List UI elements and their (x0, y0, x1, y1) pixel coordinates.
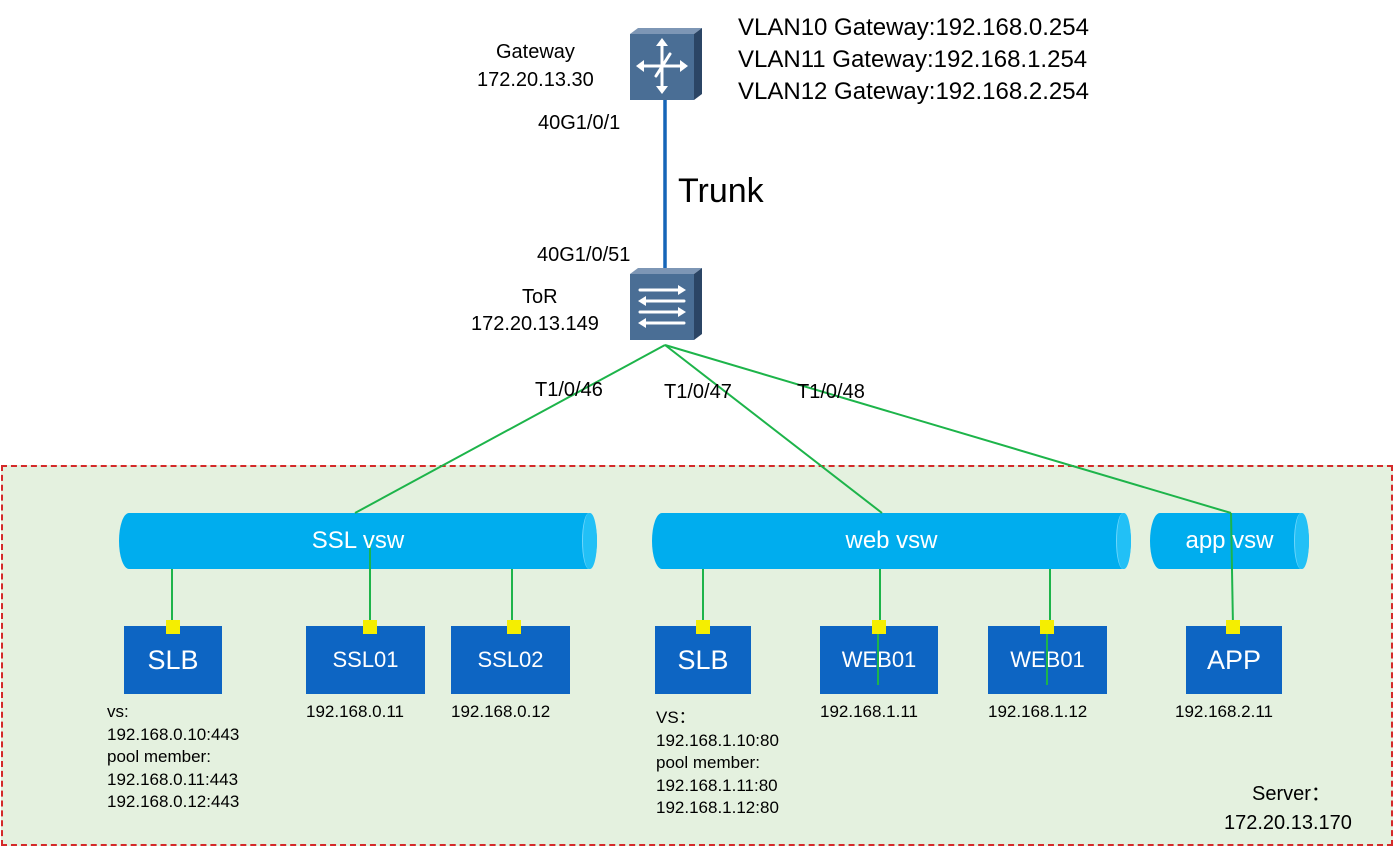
node-ip: 192.168.0.12 (451, 702, 551, 721)
slb-info-line: vs: (107, 702, 129, 721)
tor-uplink-port: 40G1/0/51 (537, 244, 631, 266)
slb-info-line: 192.168.0.10:443 (107, 724, 240, 744)
tor-name: ToR (522, 286, 558, 308)
slb-info-line: 192.168.0.11:443 (107, 769, 239, 789)
vsw-ssl[interactable]: SSL vsw (119, 513, 597, 569)
slb-info-line: 192.168.1.10:80 (656, 730, 779, 750)
slb-web-info: VS： 192.168.1.10:80 pool member: 192.168… (656, 707, 779, 820)
node-ssl02[interactable]: SSL02 (451, 626, 570, 694)
port-slb-web (696, 620, 710, 634)
port-web01 (872, 620, 886, 634)
slb-info-line: 192.168.1.11:80 (656, 775, 778, 795)
vsw-app[interactable]: app vsw (1150, 513, 1309, 569)
vsw-app-label: app vsw (1185, 527, 1274, 554)
node-ip: 192.168.0.11 (306, 702, 404, 721)
slb-info-line: pool member: (656, 753, 760, 772)
port-app (1226, 620, 1240, 634)
gateway-port: 40G1/0/1 (538, 112, 621, 134)
port-ssl02 (507, 620, 521, 634)
gateway-ip: 172.20.13.30 (477, 69, 594, 91)
node-label: SLB (147, 644, 199, 675)
downlink-port: T1/0/47 (664, 381, 732, 403)
trunk-label: Trunk (678, 172, 764, 210)
slb-info-line: pool member: (107, 747, 211, 766)
switch-icon[interactable] (630, 268, 702, 340)
node-ssl01[interactable]: SSL01 (306, 626, 425, 694)
node-ip: 192.168.1.11 (820, 702, 918, 721)
node-slb-web[interactable]: SLB (655, 626, 751, 694)
gateway-name: Gateway (496, 41, 575, 63)
vsw-ssl-label: SSL vsw (311, 527, 405, 554)
server-ip: 172.20.13.170 (1224, 812, 1352, 834)
tor-ip: 172.20.13.149 (471, 313, 599, 335)
node-app[interactable]: APP (1186, 626, 1282, 694)
link-t1-0-47 (664, 344, 883, 514)
downlink-port: T1/0/48 (797, 381, 865, 403)
vlan-gateway-list: VLAN10 Gateway:192.168.0.254 VLAN11 Gate… (738, 12, 1089, 108)
vsw-web[interactable]: web vsw (652, 513, 1131, 569)
slb-info-line: VS： (656, 708, 696, 727)
downlink-port: T1/0/46 (535, 379, 603, 401)
link-t1-0-48 (664, 344, 1232, 514)
server-label: Server： (1252, 783, 1331, 805)
vsw-web-label: web vsw (845, 527, 938, 554)
node-label: SSL01 (332, 647, 399, 672)
link-t1-0-46 (354, 344, 666, 514)
node-label: SSL02 (477, 647, 544, 672)
vsw-cap (582, 513, 597, 569)
vsw-cap (1294, 513, 1309, 569)
node-slb-ssl[interactable]: SLB (124, 626, 222, 694)
node-label: APP (1206, 644, 1262, 675)
node-label: SLB (677, 644, 729, 675)
slb-info-line: 192.168.1.12:80 (656, 798, 779, 817)
port-web02 (1040, 620, 1054, 634)
port-ssl01 (363, 620, 377, 634)
vlan-gateway-item: VLAN10 Gateway:192.168.0.254 (738, 14, 1089, 41)
node-ip: 192.168.2.11 (1175, 702, 1273, 721)
vlan-gateway-item: VLAN12 Gateway:192.168.2.254 (738, 78, 1089, 105)
vsw-node-links (171, 512, 1234, 685)
slb-ssl-info: vs: 192.168.0.10:443 pool member: 192.16… (107, 701, 239, 814)
router-icon[interactable] (630, 28, 702, 100)
port-slb-ssl (166, 620, 180, 634)
vlan-gateway-item: VLAN11 Gateway:192.168.1.254 (738, 46, 1088, 73)
node-ip: 192.168.1.12 (988, 702, 1088, 721)
vsw-cap (1116, 513, 1131, 569)
slb-info-line: 192.168.0.12:443 (107, 792, 240, 811)
